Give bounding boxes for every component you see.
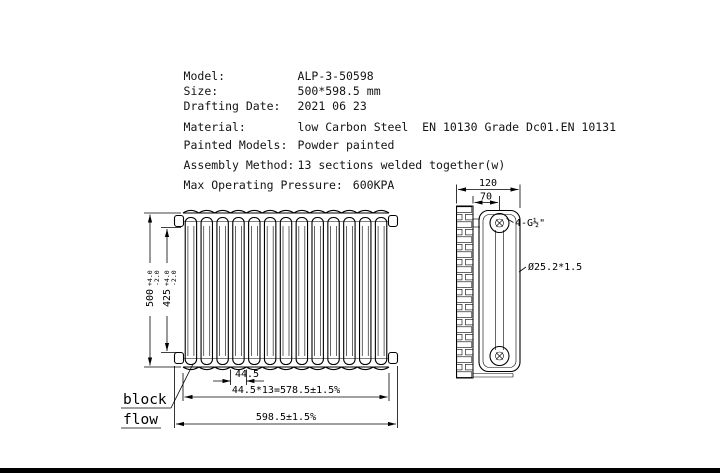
spec-value: ALP-3-50598 bbox=[297, 69, 374, 83]
wall-hatch bbox=[456, 205, 474, 379]
thread-label: 4-G½" bbox=[515, 217, 545, 229]
dimensions-front: 500 +4.0 -2.0 425 +4.0 -2.0 44.5 bbox=[144, 212, 398, 428]
radiator-section bbox=[311, 216, 324, 366]
spec-label: Model: bbox=[183, 69, 226, 83]
radiator-section bbox=[200, 216, 214, 366]
spec-value: low Carbon Steel EN 10130 Grade Dc01.EN … bbox=[297, 120, 617, 134]
radiator-section bbox=[343, 216, 356, 366]
radiator-section bbox=[216, 216, 229, 366]
dim-section-pitch: 44.5 bbox=[235, 369, 259, 380]
spec-label: Material: bbox=[183, 120, 246, 134]
dim-depth: 120 bbox=[479, 178, 497, 189]
radiator-section bbox=[232, 216, 245, 366]
dim-height-value: 500 bbox=[145, 289, 156, 307]
radiator-side-view bbox=[456, 205, 521, 379]
spec-row-assembly-method: Assembly Method:13 sections welded toget… bbox=[142, 144, 506, 186]
note-line1: block bbox=[123, 392, 167, 408]
spec-value: Powder painted bbox=[297, 138, 395, 152]
radiator-section bbox=[358, 216, 372, 366]
fitting-bottom-inner bbox=[495, 351, 504, 361]
dim-overall-width: 598.5±1.5% bbox=[256, 412, 316, 423]
dim-sections-total: 44.5*13=578.5±1.5% bbox=[232, 385, 340, 396]
fitting-bottom-tick bbox=[495, 352, 504, 360]
fitting-bottom-outer bbox=[489, 345, 510, 367]
tube-label: Ø25.2*1.5 bbox=[528, 261, 582, 273]
fitting-top-tick bbox=[495, 219, 504, 227]
dimensions-side: 120 70 4-G½" Ø25.2*1.5 bbox=[456, 178, 582, 273]
spec-row-painted-models: Painted Models: Powder painted bbox=[142, 124, 395, 166]
spec-value: 600KPA bbox=[352, 178, 395, 192]
note-line2: flow bbox=[123, 412, 158, 428]
dim-height-tol-plus: +4.0 bbox=[146, 270, 154, 286]
fitting-top-inner bbox=[495, 218, 504, 228]
spec-row-drafting-date: Drafting Date: 2021 06 23 bbox=[142, 85, 367, 127]
radiator-front-view bbox=[173, 209, 399, 371]
radiator-section bbox=[374, 216, 388, 366]
side-body-outline bbox=[478, 209, 521, 373]
tapping-top-left bbox=[173, 214, 185, 228]
top-scallops bbox=[182, 209, 390, 214]
dim-height-tol-minus: -2.0 bbox=[153, 270, 161, 286]
side-body-inner-outline bbox=[482, 214, 517, 368]
spec-label: Painted Models: bbox=[183, 138, 288, 152]
dim-pitch-tol-minus: -2.0 bbox=[170, 270, 178, 286]
spec-label: Assembly Method: bbox=[183, 158, 295, 172]
spec-label: Drafting Date: bbox=[183, 99, 281, 113]
fitting-top-outer bbox=[489, 212, 510, 234]
note-block-flow: block flow bbox=[121, 363, 194, 429]
spec-row-size: Size: 500*598.5 mm bbox=[142, 70, 381, 112]
radiator-section bbox=[279, 216, 293, 366]
radiator-section bbox=[295, 216, 309, 366]
note-leader-line bbox=[170, 363, 194, 409]
dim-wall-to-center: 70 bbox=[480, 192, 492, 203]
dim-pitch-value: 425 bbox=[162, 289, 173, 307]
radiator-section bbox=[184, 216, 198, 366]
spec-value: 2021 06 23 bbox=[297, 99, 367, 113]
spec-value: 13 sections welded together(w) bbox=[297, 158, 506, 172]
tapping-bottom-right bbox=[387, 351, 399, 365]
tapping-top-right bbox=[387, 214, 399, 228]
radiator-section bbox=[263, 216, 277, 366]
spec-row-max-pressure: Max Operating Pressure: 600KPA bbox=[142, 164, 395, 206]
spec-row-material: Material: low Carbon Steel EN 10130 Grade… bbox=[142, 106, 617, 148]
bottom-scallops bbox=[182, 366, 390, 371]
radiator-sections bbox=[184, 216, 388, 366]
spec-row-model: Model: ALP-3-50598 bbox=[142, 55, 374, 97]
dim-pitch-tol-plus: +4.0 bbox=[163, 270, 171, 286]
sheet-bottom-border bbox=[0, 468, 720, 473]
spec-value: 500*598.5 mm bbox=[297, 84, 381, 98]
dim-height-500: 500 +4.0 -2.0 bbox=[145, 270, 161, 307]
radiator-section bbox=[248, 216, 261, 366]
spec-label: Size: bbox=[183, 84, 219, 98]
spec-label: Max Operating Pressure: bbox=[183, 178, 343, 192]
dim-pitch-425: 425 +4.0 -2.0 bbox=[162, 270, 178, 307]
radiator-section bbox=[327, 216, 340, 366]
tapping-bottom-left bbox=[173, 351, 185, 365]
